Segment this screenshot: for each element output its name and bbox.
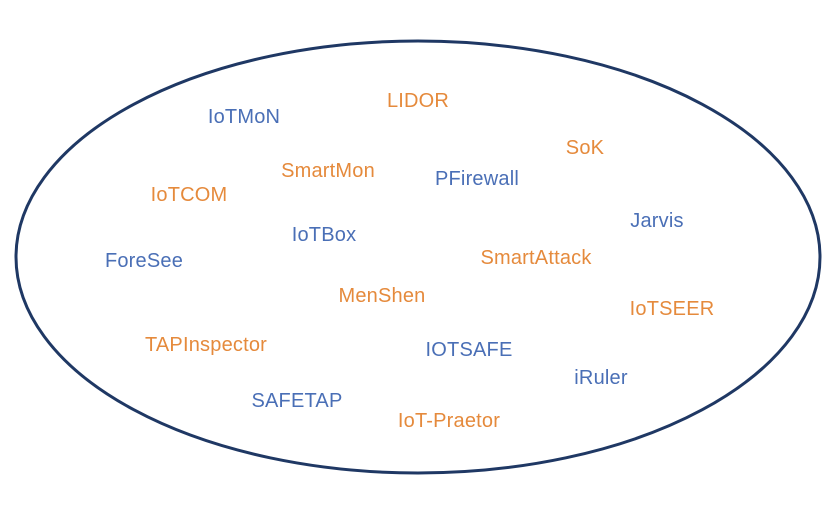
label-iotbox: IoTBox (291, 224, 357, 246)
label-iruler: iRuler (574, 367, 628, 389)
label-iot-praetor: IoT-Praetor (397, 410, 501, 432)
label-pfirewall: PFirewall (434, 168, 520, 190)
label-iotcom: IoTCOM (150, 184, 228, 206)
label-iotsafe: IOTSAFE (425, 339, 513, 361)
label-lidor: LIDOR (386, 90, 450, 112)
label-iotseer: IoTSEER (629, 298, 715, 320)
label-sok: SoK (565, 137, 605, 159)
label-safetap: SAFETAP (251, 390, 343, 412)
label-jarvis: Jarvis (630, 210, 684, 232)
label-smartattack: SmartAttack (480, 247, 592, 269)
boundary-ellipse (14, 39, 822, 475)
label-tapinspector: TAPInspector (144, 334, 268, 356)
label-menshen: MenShen (338, 285, 426, 307)
label-smartmon: SmartMon (281, 160, 375, 182)
label-iotmon: IoTMoN (207, 106, 281, 128)
label-foresee: ForeSee (104, 250, 184, 272)
